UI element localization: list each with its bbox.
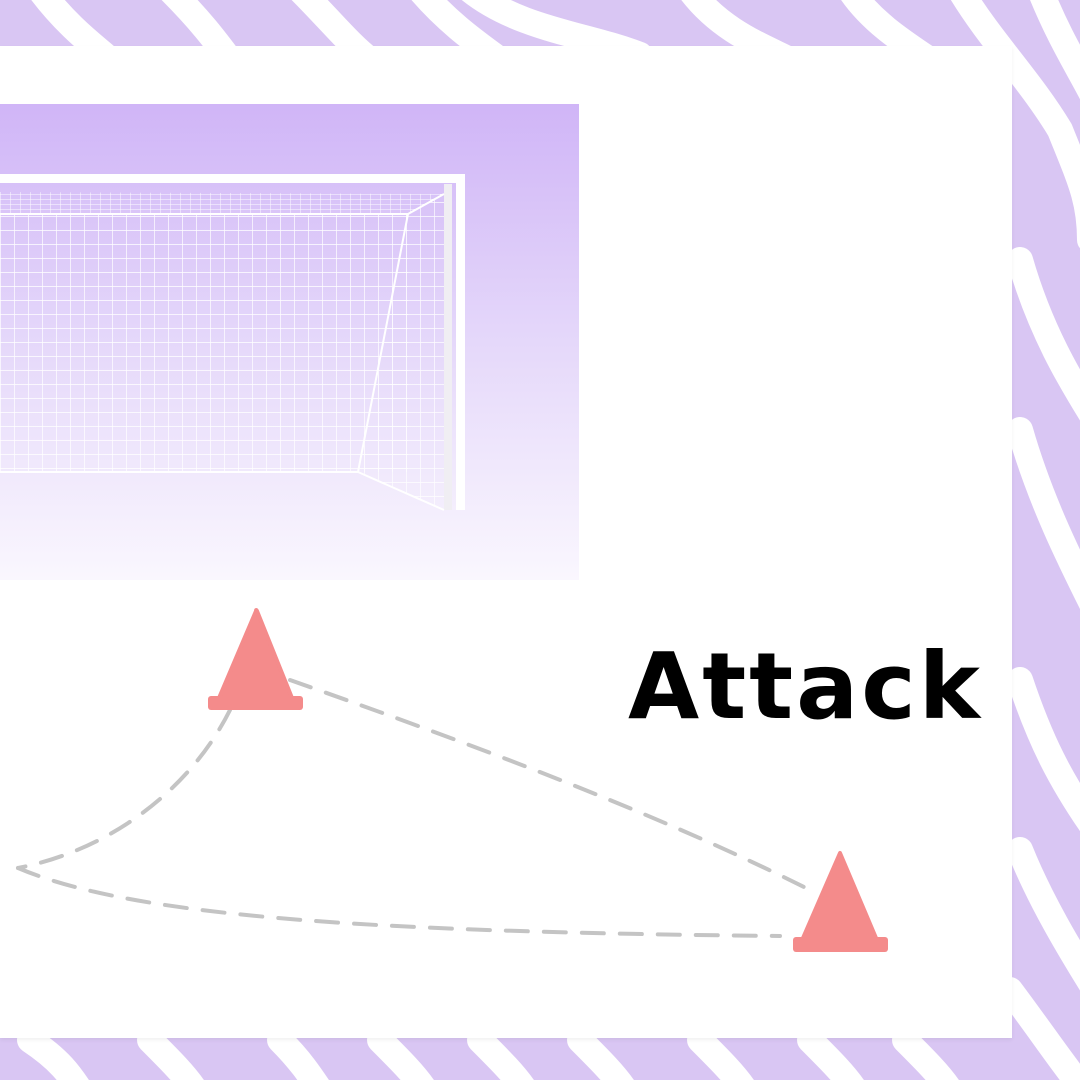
cone-icon bbox=[208, 608, 303, 710]
dribble-path-diagonal bbox=[288, 678, 808, 890]
drill-title: Attack bbox=[628, 633, 983, 740]
soccer-goal-icon bbox=[0, 174, 465, 511]
dribble-path-bottom bbox=[16, 866, 782, 938]
goal-image-panel bbox=[0, 104, 579, 580]
dribble-path-left bbox=[16, 708, 232, 870]
cone-icon bbox=[793, 851, 888, 952]
